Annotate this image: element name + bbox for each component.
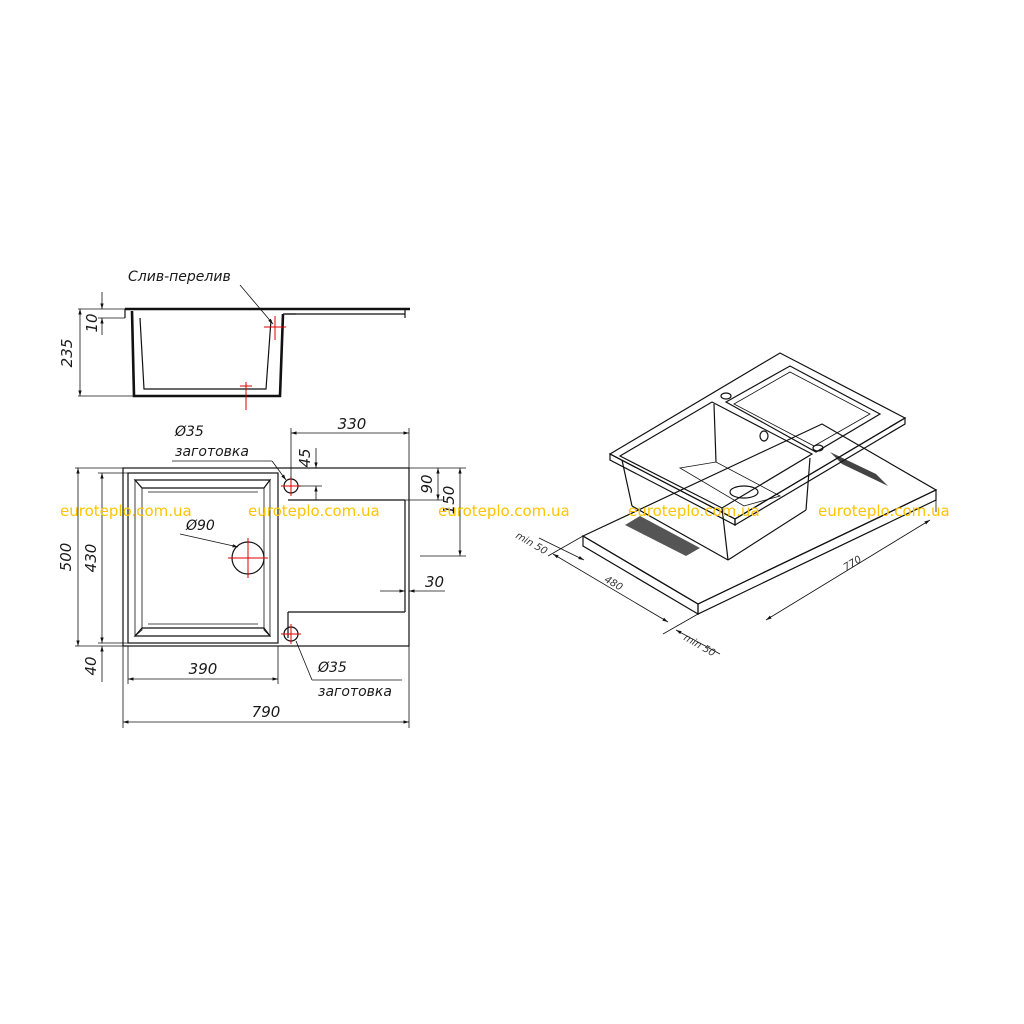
watermark: euroteplo.com.ua <box>438 502 570 520</box>
overflow-marker <box>264 316 286 340</box>
dim-bottom-margin: 40 <box>82 656 100 675</box>
hole-bottom-diameter: Ø35 <box>317 660 347 676</box>
dim-total-width: 790 <box>252 703 281 721</box>
iso-dimensions: 480 min 50 min 50 770 <box>513 500 937 659</box>
dim-drainboard-edge: 30 <box>425 573 444 591</box>
dim-hole-offset: 45 <box>296 448 314 467</box>
faucet-hole-top <box>281 476 301 496</box>
iso-dim-cutout-width: 770 <box>842 554 864 573</box>
drain-hole <box>228 538 268 578</box>
side-section-view: Слив-перелив 235 10 <box>58 269 410 410</box>
hole-top-diameter: Ø35 <box>174 424 204 440</box>
overflow-label: Слив-перелив <box>128 269 231 285</box>
watermark: euroteplo.com.ua <box>60 502 192 520</box>
iso-dim-cutout-depth: 480 <box>602 574 624 593</box>
dim-bowl-width: 390 <box>189 660 218 678</box>
watermark: euroteplo.com.ua <box>628 502 760 520</box>
dim-bowl-depth: 430 <box>82 544 100 573</box>
hole-bottom-note: заготовка <box>318 684 392 700</box>
iso-dim-min-right: min 50 <box>681 632 717 659</box>
hole-top-note: заготовка <box>175 444 249 460</box>
top-plan-view: Ø90 Ø35 заготовка Ø35 заготовка 330 45 <box>57 415 466 728</box>
drain-marker <box>240 382 252 410</box>
dim-top-depth-150: 150 <box>440 486 458 515</box>
dim-side-height: 235 <box>58 339 76 368</box>
faucet-hole-bottom <box>281 624 301 644</box>
watermark-row: euroteplo.com.ua euroteplo.com.ua eurote… <box>60 502 950 520</box>
isometric-sink <box>608 352 907 561</box>
iso-dim-min-left: min 50 <box>513 530 549 557</box>
dim-total-depth: 500 <box>57 543 75 572</box>
dim-side-rim: 10 <box>83 313 101 332</box>
dim-top-depth-90: 90 <box>418 474 436 493</box>
watermark: euroteplo.com.ua <box>248 502 380 520</box>
dim-drainboard-width: 330 <box>338 415 367 433</box>
watermark: euroteplo.com.ua <box>818 502 950 520</box>
drain-diameter-label: Ø90 <box>185 518 215 534</box>
